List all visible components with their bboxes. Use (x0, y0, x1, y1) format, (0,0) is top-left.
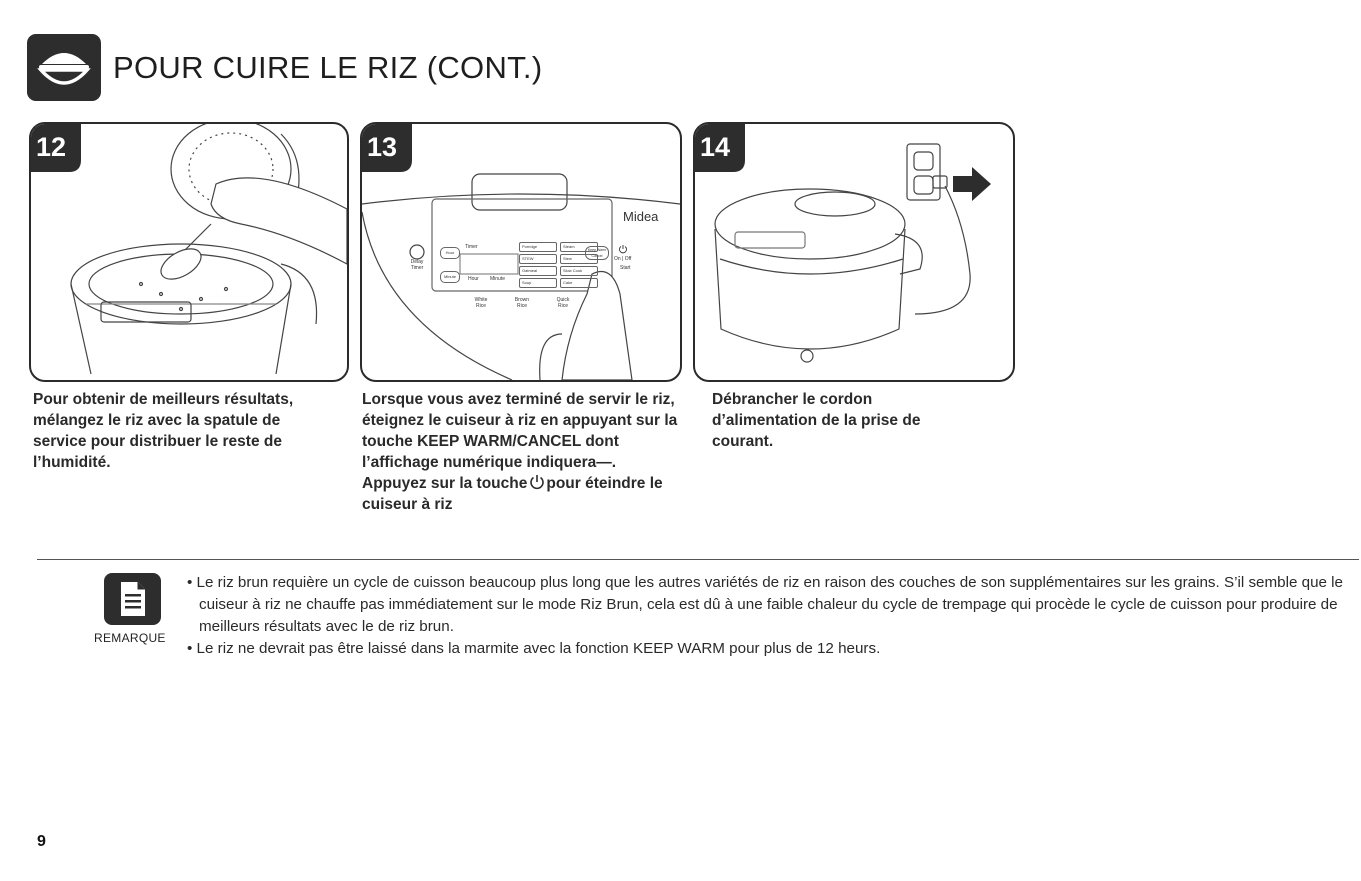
menu-item[interactable]: STEW (519, 254, 557, 264)
step-12-badge: 12 (31, 124, 81, 172)
keep-warm-cancel-button[interactable]: Keep Warm Cancel (585, 246, 609, 260)
step-14-badge: 14 (695, 124, 745, 172)
hour-label: Hour (468, 276, 479, 282)
step-12-number: 12 (36, 132, 67, 162)
start-label: Start (620, 265, 631, 271)
brand-label: Midea (623, 209, 659, 224)
menu-item[interactable]: Soup (519, 278, 557, 288)
menu-grid: Porridge Steam STEW Stew Oatmeal Slow Co… (519, 242, 599, 288)
step-14-illustration: 14 (693, 122, 1015, 382)
step-12-text: Pour obtenir de meilleurs résultats, mél… (33, 391, 294, 471)
step-14-number: 14 (700, 132, 731, 162)
step-13-text: Lorsque vous avez terminé de servir le r… (362, 389, 684, 515)
step-13-illustration: Midea Timer Delay Timer Hour Minute Hour… (360, 122, 682, 382)
power-icon (618, 244, 628, 254)
minute-label: Minute (490, 276, 506, 282)
on-off-label: On | Off (614, 256, 632, 262)
hour-button[interactable]: Hour (440, 247, 460, 259)
white-rice-label: White Rice (474, 297, 488, 309)
quick-rice-label: Quick Rice (556, 297, 570, 309)
minute-button[interactable]: Minute (440, 271, 460, 283)
divider (37, 559, 1359, 560)
menu-item[interactable]: Cake (560, 278, 598, 288)
timer-label: Timer (465, 244, 478, 250)
note-text: • Le riz brun requière un cycle de cuiss… (187, 572, 1347, 660)
step-12-illustration: 12 (29, 122, 349, 382)
note-document-icon (104, 573, 161, 625)
step-13-text-part2: pour éteindre le cuiseur à riz (362, 475, 663, 513)
note-item: • Le riz ne devrait pas être laissé dans… (187, 640, 881, 657)
step-13-text-part1: Lorsque vous avez terminé de servir le r… (362, 391, 678, 492)
note-item: • Le riz brun requière un cycle de cuiss… (187, 574, 1344, 635)
step-13-number: 13 (367, 132, 398, 162)
note-label: REMARQUE (94, 631, 166, 645)
brown-rice-label: Brown Rice (514, 297, 530, 309)
delay-timer-label: Delay Timer (410, 259, 424, 271)
page-number: 9 (37, 833, 46, 850)
step-14-text: Débrancher le cordon d’alimentation de l… (712, 391, 921, 450)
step-13-badge: 13 (362, 124, 412, 172)
menu-item[interactable]: Porridge (519, 242, 557, 252)
menu-item[interactable]: Steam (560, 242, 598, 252)
rice-bowl-icon (27, 34, 101, 101)
menu-item[interactable]: Oatmeal (519, 266, 557, 276)
page-title: POUR CUIRE LE RIZ (CONT.) (113, 50, 543, 85)
menu-item[interactable]: Slow Cook (560, 266, 598, 276)
power-icon (529, 473, 545, 491)
